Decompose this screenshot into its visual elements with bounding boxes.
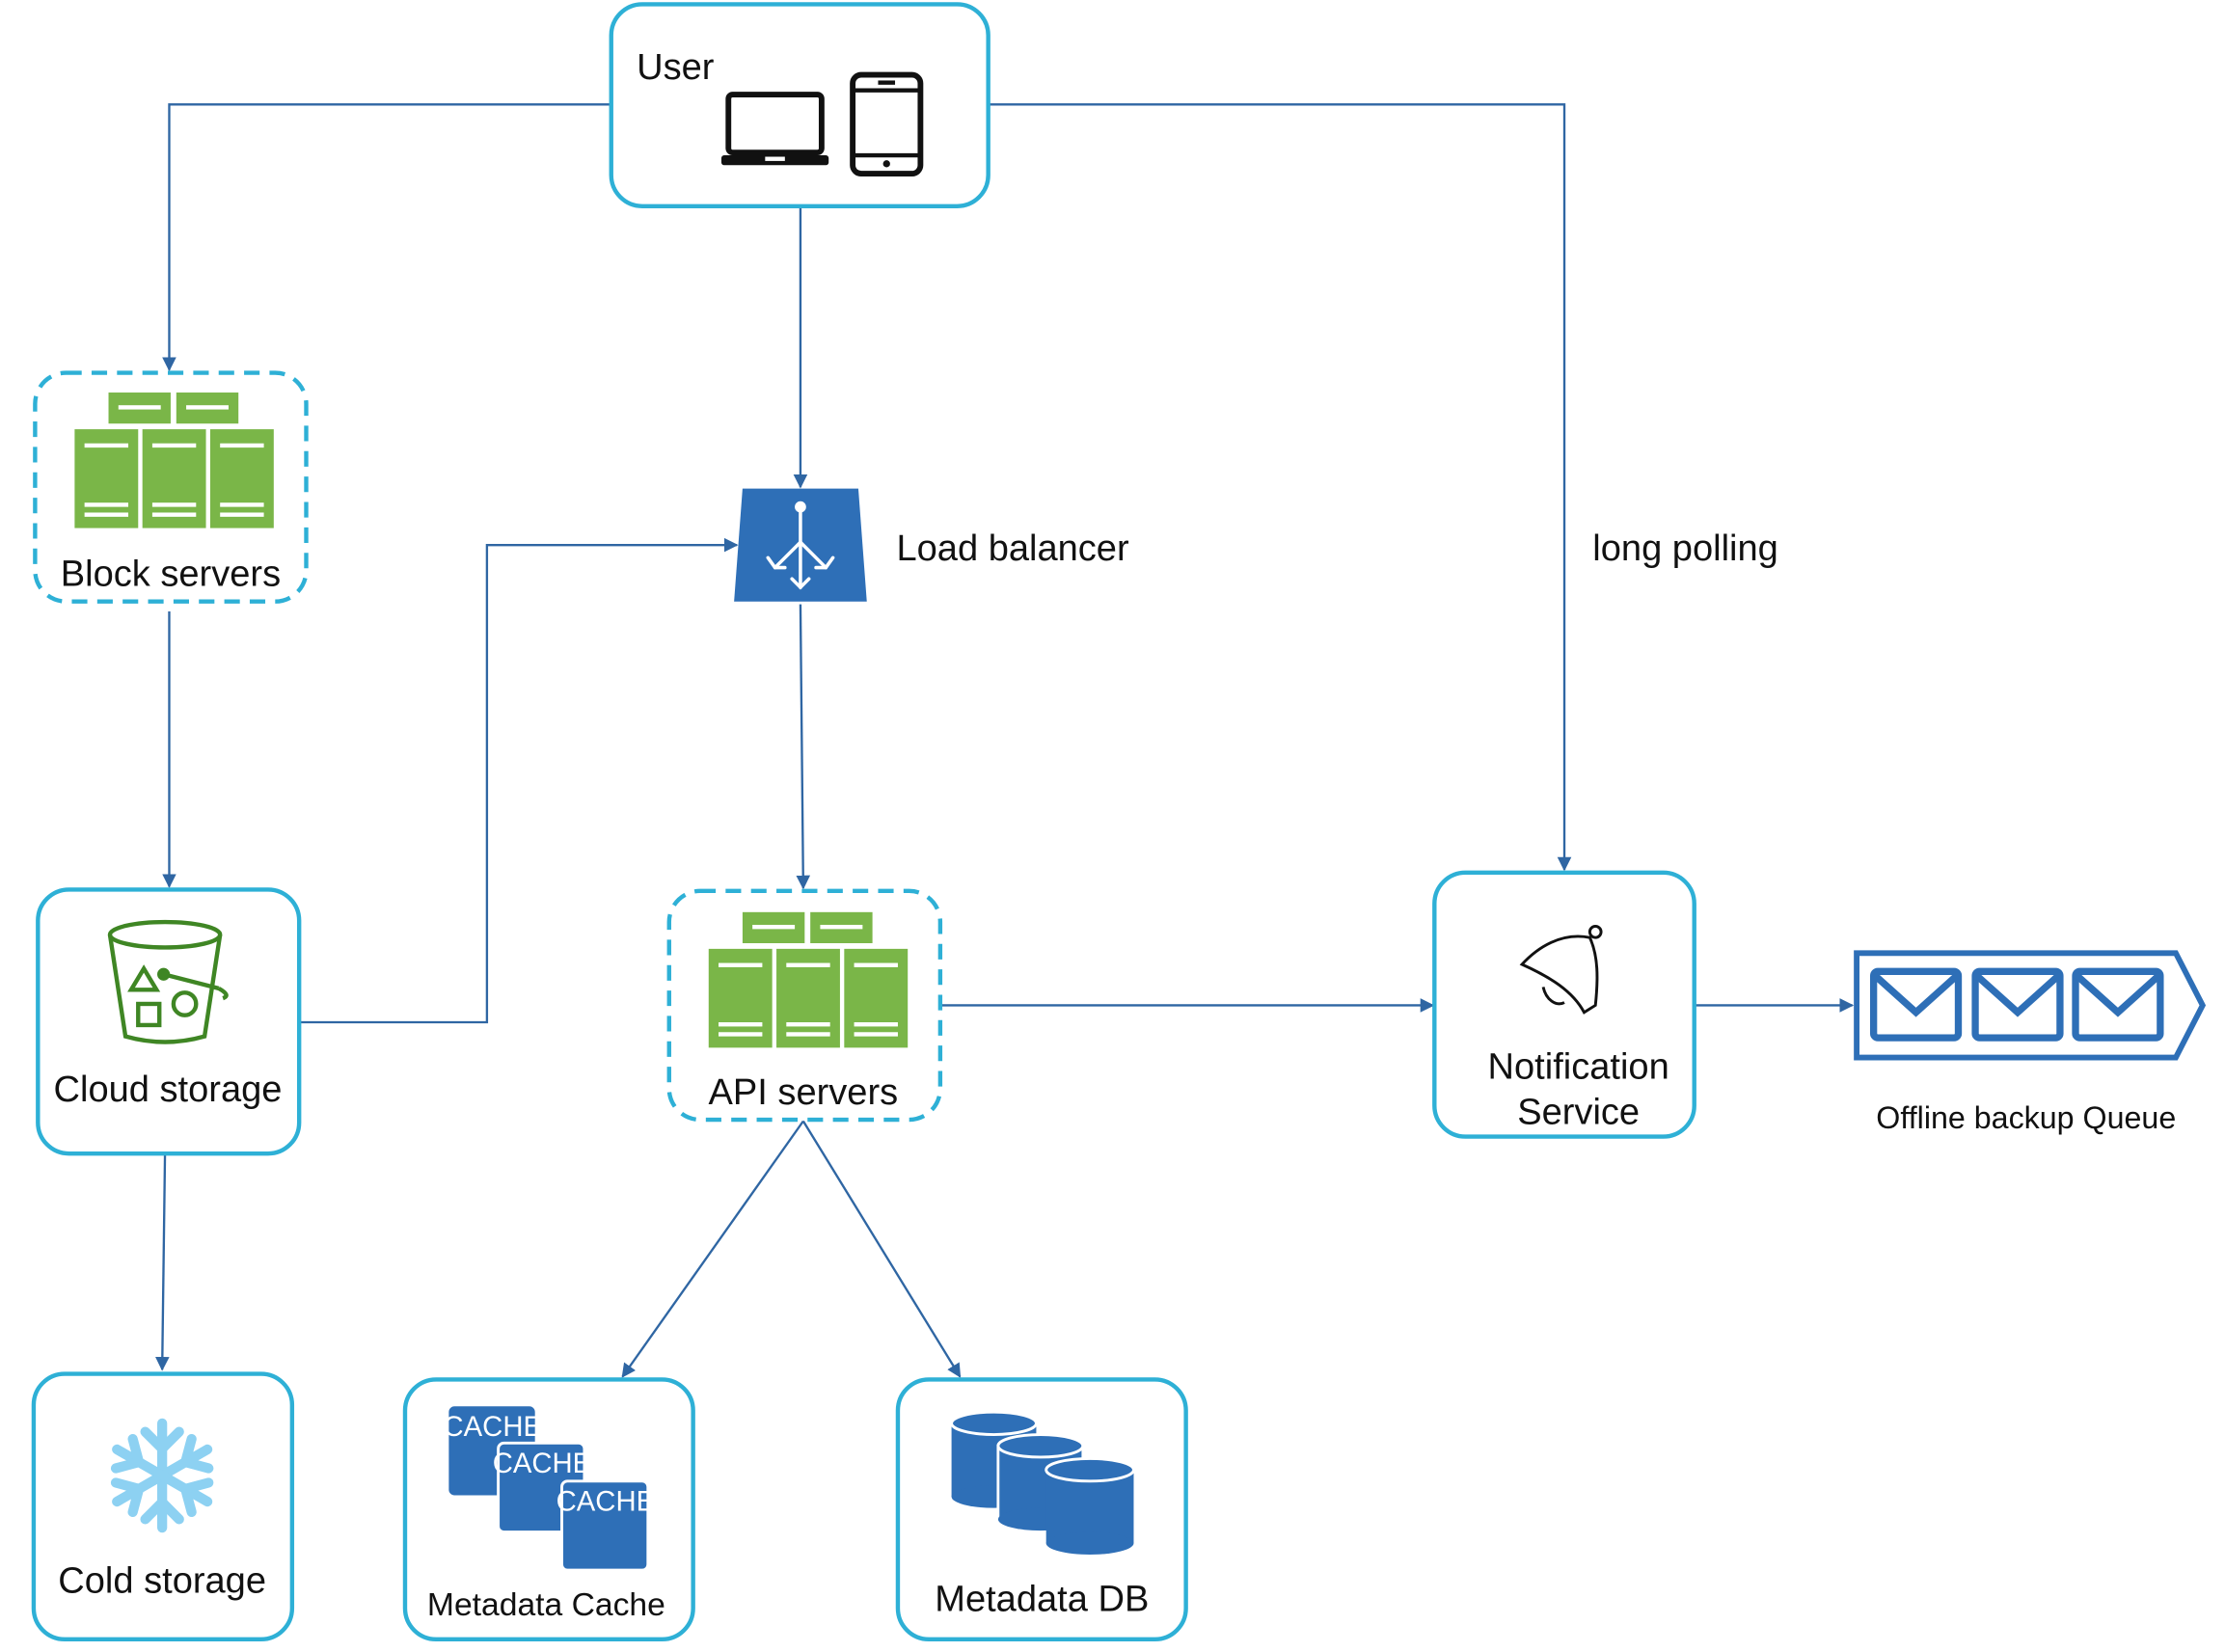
cold-storage-label: Cold storage bbox=[58, 1561, 266, 1602]
load-balancer-label: Load balancer bbox=[896, 528, 1128, 569]
edge-api-servers-to-metadata-cache bbox=[621, 1120, 804, 1378]
node-metadata-cache[interactable]: CACHE CACHE CACHE Metadata Cache bbox=[402, 1377, 695, 1642]
metadata-db-label: Metadata DB bbox=[935, 1580, 1149, 1620]
laptop-icon bbox=[720, 92, 829, 166]
bell-icon bbox=[1519, 924, 1603, 1015]
node-user[interactable]: User bbox=[609, 2, 990, 208]
tablet-icon bbox=[850, 71, 924, 177]
node-cloud-storage[interactable]: Cloud storage bbox=[36, 887, 302, 1156]
node-api-servers[interactable]: API servers bbox=[666, 888, 943, 1123]
node-notification-service[interactable]: Notification Service bbox=[1432, 870, 1696, 1139]
user-box bbox=[609, 2, 990, 208]
offline-backup-queue-label: Offline backup Queue bbox=[1876, 1100, 2176, 1135]
block-servers-label: Block servers bbox=[61, 555, 281, 595]
user-label: User bbox=[637, 47, 715, 88]
notification-service-box bbox=[1432, 870, 1696, 1139]
servers-icon bbox=[708, 911, 909, 1048]
edge-label-long-polling: long polling bbox=[1592, 528, 1778, 569]
node-cold-storage[interactable]: Cold storage bbox=[31, 1371, 295, 1642]
edge-load-balancer-to-api-servers bbox=[796, 604, 811, 890]
node-offline-backup-queue[interactable]: Offline backup Queue bbox=[1854, 950, 2207, 1135]
edge-cloud-storage-to-cold-storage bbox=[155, 1151, 170, 1371]
edge-cloud-storage-to-load-balancer bbox=[299, 537, 739, 1024]
cache-tag-2: CACHE bbox=[493, 1448, 591, 1479]
load-balancer-icon bbox=[734, 488, 867, 602]
node-block-servers[interactable]: Block servers bbox=[33, 370, 309, 604]
api-servers-label: API servers bbox=[709, 1072, 899, 1113]
edges bbox=[155, 103, 1855, 1378]
bucket-icon bbox=[107, 919, 229, 1044]
queue-icon bbox=[1854, 950, 2207, 1061]
cache-tag-3: CACHE bbox=[556, 1486, 655, 1518]
cache-icon: CACHE CACHE CACHE bbox=[444, 1406, 655, 1572]
snowflake-icon bbox=[110, 1418, 214, 1533]
edge-api-servers-to-metadata-db bbox=[801, 1120, 962, 1378]
cloud-storage-label: Cloud storage bbox=[54, 1070, 283, 1110]
node-load-balancer[interactable]: Load balancer bbox=[734, 488, 1129, 602]
edge-user-to-block-servers bbox=[162, 103, 611, 372]
notification-service-label-line1: Notification bbox=[1488, 1047, 1669, 1088]
notification-service-label-line2: Service bbox=[1517, 1092, 1640, 1132]
edge-user-to-notification-service bbox=[988, 103, 1572, 872]
servers-icon bbox=[74, 393, 274, 528]
database-icon bbox=[950, 1410, 1135, 1555]
cache-tag-1: CACHE bbox=[444, 1411, 542, 1443]
cloud-storage-box bbox=[36, 887, 302, 1156]
node-metadata-db[interactable]: Metadata DB bbox=[895, 1377, 1188, 1642]
metadata-cache-label: Metadata Cache bbox=[427, 1587, 665, 1623]
